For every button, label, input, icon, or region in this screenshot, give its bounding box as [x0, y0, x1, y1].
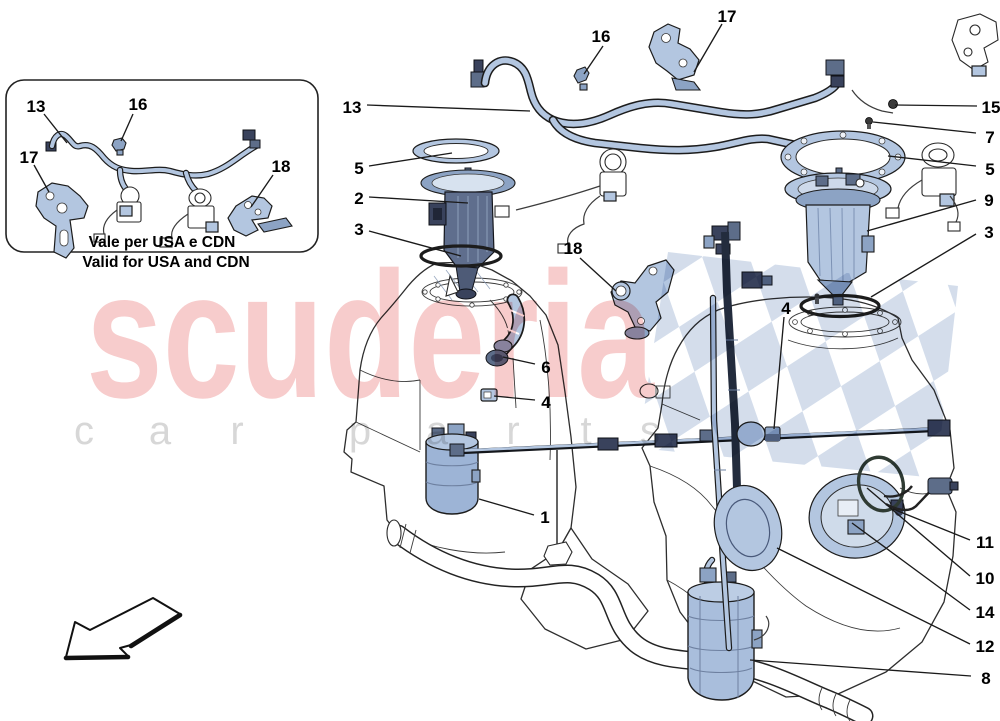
nut-15: [888, 99, 898, 109]
callout-number: 14: [976, 603, 995, 622]
watermark-letter: a: [149, 409, 172, 453]
callout-number: 16: [592, 27, 611, 46]
inset-valve-right: [159, 188, 219, 248]
callout-10: 10: [866, 487, 995, 588]
inset-artwork: [35, 129, 293, 259]
hardware-15-7: [851, 89, 898, 129]
fuel-pipe-assembly-13: [470, 23, 845, 163]
callout-5: 5: [354, 152, 453, 178]
callout-8: 8: [749, 659, 991, 688]
inset-valve-left: [93, 186, 142, 243]
callout-number: 15: [982, 98, 1000, 117]
callout-18: 18: [250, 157, 291, 208]
callout-5: 5: [887, 155, 995, 179]
callout-number: 7: [985, 128, 994, 147]
callout-number: 12: [976, 637, 995, 656]
watermark-letter: c: [74, 409, 94, 453]
callout-number: 3: [354, 220, 363, 239]
callout-15: 15: [894, 98, 1000, 117]
callout-12: 12: [776, 547, 995, 656]
callout-4: 4: [773, 299, 791, 430]
usa-cdn-inset: Vale per USA e CDN Valid for USA and CDN: [5, 79, 319, 271]
fuel-pump-canister-8: [687, 556, 770, 701]
top-right-bracket-cluster: [951, 13, 999, 77]
callout-3: 3: [354, 220, 462, 257]
inset-caption-english: Valid for USA and CDN: [82, 254, 249, 271]
callout-13: 13: [27, 97, 68, 144]
callout-1: 1: [478, 498, 550, 527]
callout-number: 17: [20, 148, 39, 167]
valve-assembly-left: [494, 148, 627, 254]
callout-number: 9: [984, 191, 993, 210]
callout-number: 1: [540, 508, 549, 527]
watermark-letter: r: [506, 409, 519, 453]
callout-number: 5: [985, 160, 994, 179]
callout-number: 6: [541, 358, 550, 377]
lock-ring-5-left: [412, 138, 500, 164]
fuel-pump-canister-1: [425, 423, 481, 515]
filler-hose-6: [485, 293, 526, 367]
artwork: [343, 13, 999, 721]
callout-number: 10: [976, 569, 995, 588]
callout-11: 11: [892, 508, 994, 552]
callout-13: 13: [343, 98, 531, 117]
callout-16: 16: [120, 95, 148, 142]
direction-arrow: [63, 597, 183, 661]
hose-bracket: [543, 541, 573, 566]
inset-clip-16: [111, 137, 127, 152]
checkered-flag-watermark: [638, 252, 958, 478]
callout-3: 3: [870, 223, 994, 298]
callout-number: 2: [354, 189, 363, 208]
callout-number: 8: [981, 669, 990, 688]
sender-connector: [927, 477, 953, 495]
crossover-hose: [386, 450, 874, 721]
watermark-letter: a: [426, 409, 449, 453]
callout-number: 4: [541, 393, 551, 412]
callout-18: 18: [564, 239, 617, 292]
callout-7: 7: [872, 121, 995, 147]
clip-4-left: [480, 388, 498, 402]
watermark-letter: t: [580, 409, 591, 453]
callout-number: 18: [564, 239, 583, 258]
callout-number: 3: [984, 223, 993, 242]
callout-14: 14: [851, 522, 995, 622]
callout-17: 17: [693, 7, 737, 73]
callout-6: 6: [502, 356, 551, 377]
callout-number: 17: [718, 7, 737, 26]
watermark-letter: p: [349, 409, 371, 453]
callout-16: 16: [583, 27, 611, 75]
callout-2: 2: [354, 189, 469, 208]
watermark: scuderia c a r p a r t s: [74, 235, 958, 478]
hose-end-cap: [386, 519, 402, 547]
callout-17: 17: [20, 148, 50, 193]
seal-ring-3-left: [419, 244, 503, 268]
callout-number: 18: [272, 157, 291, 176]
watermark-letter: r: [230, 409, 243, 453]
callout-number: 5: [354, 159, 363, 178]
screw-7: [865, 117, 873, 125]
callout-number: 13: [343, 98, 362, 117]
valve-assembly-right: [885, 142, 961, 232]
fuel-level-sender: [808, 455, 959, 559]
cover-disc-12: [713, 484, 783, 572]
inset-bracket-17: [35, 182, 89, 259]
bracket-17-top: [648, 23, 700, 81]
fuel-pump-module-9: [784, 167, 892, 306]
callout-number: 13: [27, 97, 46, 116]
callout-number: 11: [976, 533, 994, 552]
inset-bracket-18: [227, 195, 293, 237]
callout-4: 4: [493, 393, 551, 412]
callout-number: 16: [129, 95, 148, 114]
inset-caption-italian: Vale per USA e CDN: [89, 234, 236, 251]
watermark-letter: s: [640, 409, 660, 453]
callout-9: 9: [866, 191, 994, 232]
callout-number: 4: [781, 299, 791, 318]
inset-border: [5, 79, 319, 253]
watermark-brand-text: scuderia: [86, 235, 655, 436]
